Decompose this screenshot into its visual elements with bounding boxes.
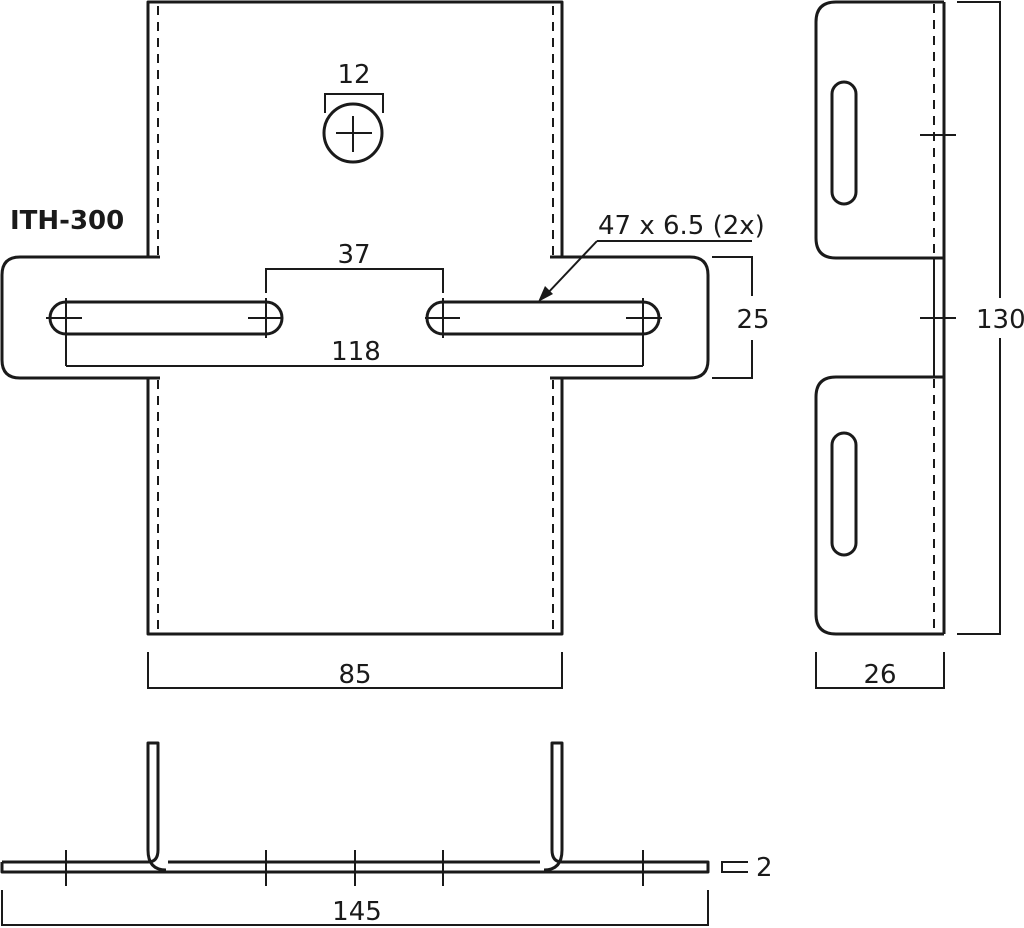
slot-right: [425, 300, 661, 336]
dim-height-line: [957, 1, 1001, 635]
side-top-tab: [814, 0, 944, 260]
flange-outline: [0, 255, 710, 380]
dim-depth: 26: [863, 660, 896, 690]
dim-hole-diameter: 12: [337, 60, 370, 90]
leader-arrow-icon: [538, 286, 553, 302]
dim-body-width-line: [147, 652, 563, 689]
dim-thickness-line: [721, 861, 748, 873]
side-slot-top: [830, 80, 858, 206]
model-label: ITH-300: [10, 206, 124, 236]
dim-slot-span: 118: [331, 337, 381, 367]
dim-body-width: 85: [338, 660, 371, 690]
slot-spec-label: 47 x 6.5 (2x): [598, 211, 765, 241]
front-body-outline: [146, 0, 564, 636]
mounting-hole: [322, 102, 384, 164]
slot-left: [48, 300, 284, 336]
side-view: 130 26: [814, 0, 1024, 690]
front-view: 12 37 118 47 x 6.5 (2x) 25 85 ITH-300: [0, 0, 770, 690]
bottom-profile: [0, 741, 710, 874]
dim-height: 130: [976, 305, 1024, 335]
dim-hole-bracket: [324, 93, 384, 113]
bottom-view: 2 145: [0, 741, 773, 927]
dim-flange-height: 25: [736, 305, 769, 335]
dim-depth-line: [815, 652, 945, 689]
dim-length-line: [1, 890, 709, 926]
dim-slot-spacing-line: [265, 268, 444, 293]
side-slot-bottom: [830, 431, 858, 557]
dim-flange-height-line: [712, 256, 753, 379]
side-bottom-tab: [814, 375, 944, 636]
bottom-center-marks: [65, 850, 644, 886]
slot-spec-leader: [544, 240, 598, 297]
dim-slot-spacing: 37: [337, 240, 370, 270]
dim-length: 145: [332, 897, 382, 927]
dim-thickness: 2: [756, 853, 773, 883]
